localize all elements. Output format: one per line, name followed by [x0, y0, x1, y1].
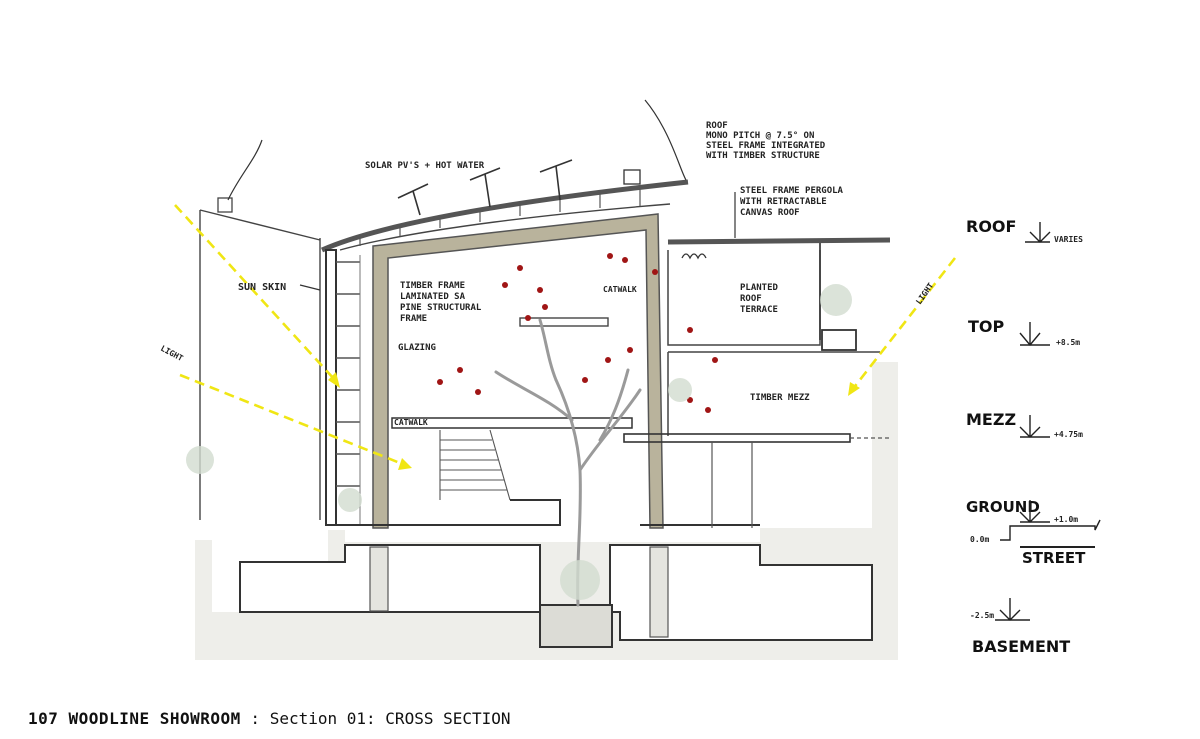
light-label-right: LIGHT: [914, 281, 935, 306]
timber-frame-note-line3: PINE STRUCTURAL: [400, 303, 482, 313]
light-label-left: LIGHT: [159, 344, 185, 363]
street-kerb: [1000, 519, 1101, 541]
catwalk-lower-label: CATWALK: [394, 418, 428, 427]
timber-frame: [372, 213, 664, 529]
level-mezz: MEZZ +4.75m: [966, 410, 1083, 439]
mezz-supports: [711, 437, 890, 528]
timber-frame-note-line4: FRAME: [400, 314, 427, 324]
level-ground: GROUND +1.0m 0.0m STREET: [966, 498, 1101, 567]
sun-skin-louvres: [336, 261, 360, 487]
level-mezz-value: +4.75m: [1054, 430, 1083, 439]
roof-vent-right: [623, 169, 641, 185]
timber-frame-note-line1: TIMBER FRAME: [400, 281, 465, 291]
tree-branches: [494, 318, 642, 607]
tree-berries: [437, 253, 718, 413]
roof-underside: [339, 203, 671, 251]
lower-catwalk: [391, 417, 633, 429]
stair: [439, 429, 511, 501]
level-ground-name: GROUND: [966, 498, 1040, 516]
roof-slab: [320, 179, 689, 253]
planted-terrace-line2: ROOF: [740, 294, 762, 304]
street-label: STREET: [1022, 549, 1086, 567]
planted-terrace-line3: TERRACE: [740, 305, 778, 315]
drawing-caption: 107 WOODLINE SHOWROOM : Section 01: CROS…: [28, 709, 511, 733]
pergola-note-line2: WITH RETRACTABLE: [740, 197, 827, 207]
level-top: TOP +8.5m: [968, 317, 1080, 347]
pergola-note-line1: STEEL FRAME PERGOLA: [740, 186, 844, 196]
section-title: Section 01: CROSS SECTION: [269, 709, 511, 728]
tree-planter: [539, 604, 613, 648]
basement-column-right: [649, 546, 669, 638]
solar-panels: [397, 159, 573, 216]
basement-cavity: [239, 544, 873, 641]
light-arrow-heads: [328, 372, 860, 470]
level-top-value: +8.5m: [1056, 338, 1080, 347]
planted-terrace-line1: PLANTED: [740, 283, 779, 293]
level-basement: -2.5m BASEMENT: [970, 598, 1070, 656]
neighbour-building: [199, 209, 321, 520]
pergola-frame: [667, 237, 891, 245]
timber-mezz-label: TIMBER MEZZ: [750, 393, 810, 403]
roof-note-line3: STEEL FRAME INTEGRATED: [706, 141, 826, 151]
pergola-canvas-roll: [681, 253, 707, 260]
glazing-label: GLAZING: [398, 343, 436, 353]
neighbour-roof-vent: [217, 197, 233, 213]
light-arrows: [174, 204, 957, 467]
datum-zero: 0.0m: [970, 535, 989, 544]
leader-arrows: [227, 99, 736, 291]
level-roof-value: VARIES: [1054, 235, 1083, 244]
level-basement-value: -2.5m: [970, 611, 994, 620]
foliage: [186, 284, 852, 600]
sun-skin-wall: [325, 249, 337, 526]
project-title: 107 WOODLINE SHOWROOM: [28, 709, 241, 728]
level-top-name: TOP: [968, 317, 1005, 336]
catwalk-upper-label: CATWALK: [603, 285, 637, 294]
planted-terrace-room: [667, 250, 821, 346]
roof-note-line2: MONO PITCH @ 7.5° ON: [706, 131, 814, 141]
mezz-room: [667, 351, 880, 436]
sun-skin-label: SUN SKIN: [238, 282, 286, 293]
caption-separator: :: [240, 709, 270, 728]
roof-note-line1: ROOF: [706, 121, 728, 131]
planter-box-terrace: [821, 329, 857, 351]
level-ground-value: +1.0m: [1054, 515, 1078, 524]
pergola-note-line3: CANVAS ROOF: [740, 208, 800, 218]
roof-rafters: [359, 188, 641, 246]
basement-column-left: [369, 546, 389, 612]
roof-note-line4: WITH TIMBER STRUCTURE: [706, 151, 820, 161]
ground-right-block: [872, 362, 898, 542]
level-roof: ROOF VARIES: [966, 217, 1083, 244]
level-basement-name: BASEMENT: [972, 637, 1070, 656]
level-mezz-name: MEZZ: [966, 410, 1016, 429]
upper-catwalk: [519, 317, 609, 327]
solar-note: SOLAR PV'S + HOT WATER: [365, 161, 485, 171]
level-roof-name: ROOF: [966, 217, 1016, 236]
timber-frame-note-line2: LAMINATED SA: [400, 292, 466, 302]
ground-floor-slab: [336, 499, 760, 526]
